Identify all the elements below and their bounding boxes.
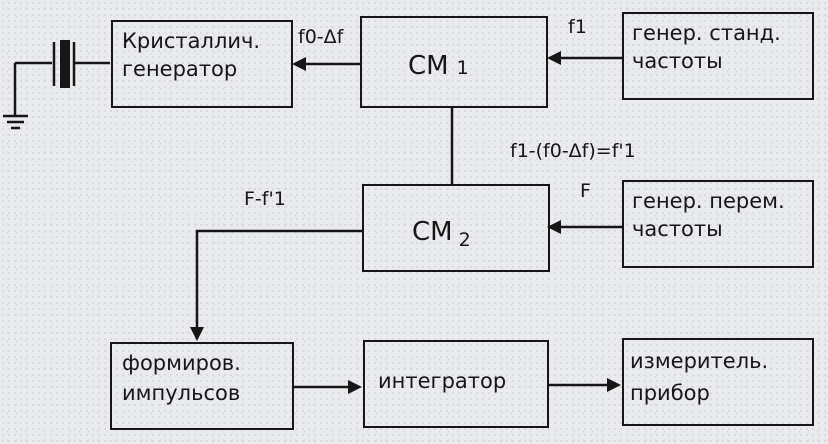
gen-standard-freq-label-2: частоты bbox=[632, 49, 723, 73]
arrowhead-crystal bbox=[292, 57, 306, 71]
meter-label-1: измеритель. bbox=[630, 349, 769, 373]
signal-f1-label: f1 bbox=[568, 16, 587, 38]
gen-standard-freq-block bbox=[622, 12, 814, 100]
pulse-shaper-block bbox=[110, 342, 294, 430]
integrator-block bbox=[363, 340, 549, 428]
arrowhead-meter bbox=[607, 378, 621, 392]
signal-F-f1-label: F-f'1 bbox=[244, 188, 286, 210]
arrowhead-shaper bbox=[190, 327, 204, 341]
meter-label-2: прибор bbox=[630, 381, 710, 405]
gen-standard-freq-label-1: генер. станд. bbox=[632, 21, 781, 45]
cm2-block bbox=[362, 184, 550, 272]
pulse-shaper-label-1: формиров. bbox=[122, 351, 241, 375]
crystal-symbol-icon bbox=[3, 40, 110, 130]
crystal-generator-label-2: генератор bbox=[122, 57, 238, 81]
pulse-shaper-label-2: импульсов bbox=[122, 381, 241, 405]
arrowhead-cm1 bbox=[547, 51, 561, 65]
arrowhead-cm2 bbox=[547, 220, 561, 234]
crystal-generator-label-1: Кристаллич. bbox=[122, 29, 261, 53]
cm1-block bbox=[360, 16, 548, 108]
gen-variable-freq-block bbox=[622, 180, 814, 268]
crystal-generator-block bbox=[111, 20, 293, 108]
signal-diff-label: f1-(f0-Δf)=f'1 bbox=[510, 140, 636, 162]
gen-variable-freq-label-1: генер. перем. bbox=[632, 189, 785, 213]
signal-F-label: F bbox=[580, 180, 591, 202]
arrowhead-integrator bbox=[348, 380, 362, 394]
signal-f0-df-label: f0-Δf bbox=[298, 26, 344, 48]
integrator-label: интегратор bbox=[378, 369, 507, 393]
arrow-cm2-to-shaper bbox=[195, 229, 362, 330]
gen-variable-freq-label-2: частоты bbox=[632, 217, 723, 241]
meter-block bbox=[622, 338, 814, 426]
